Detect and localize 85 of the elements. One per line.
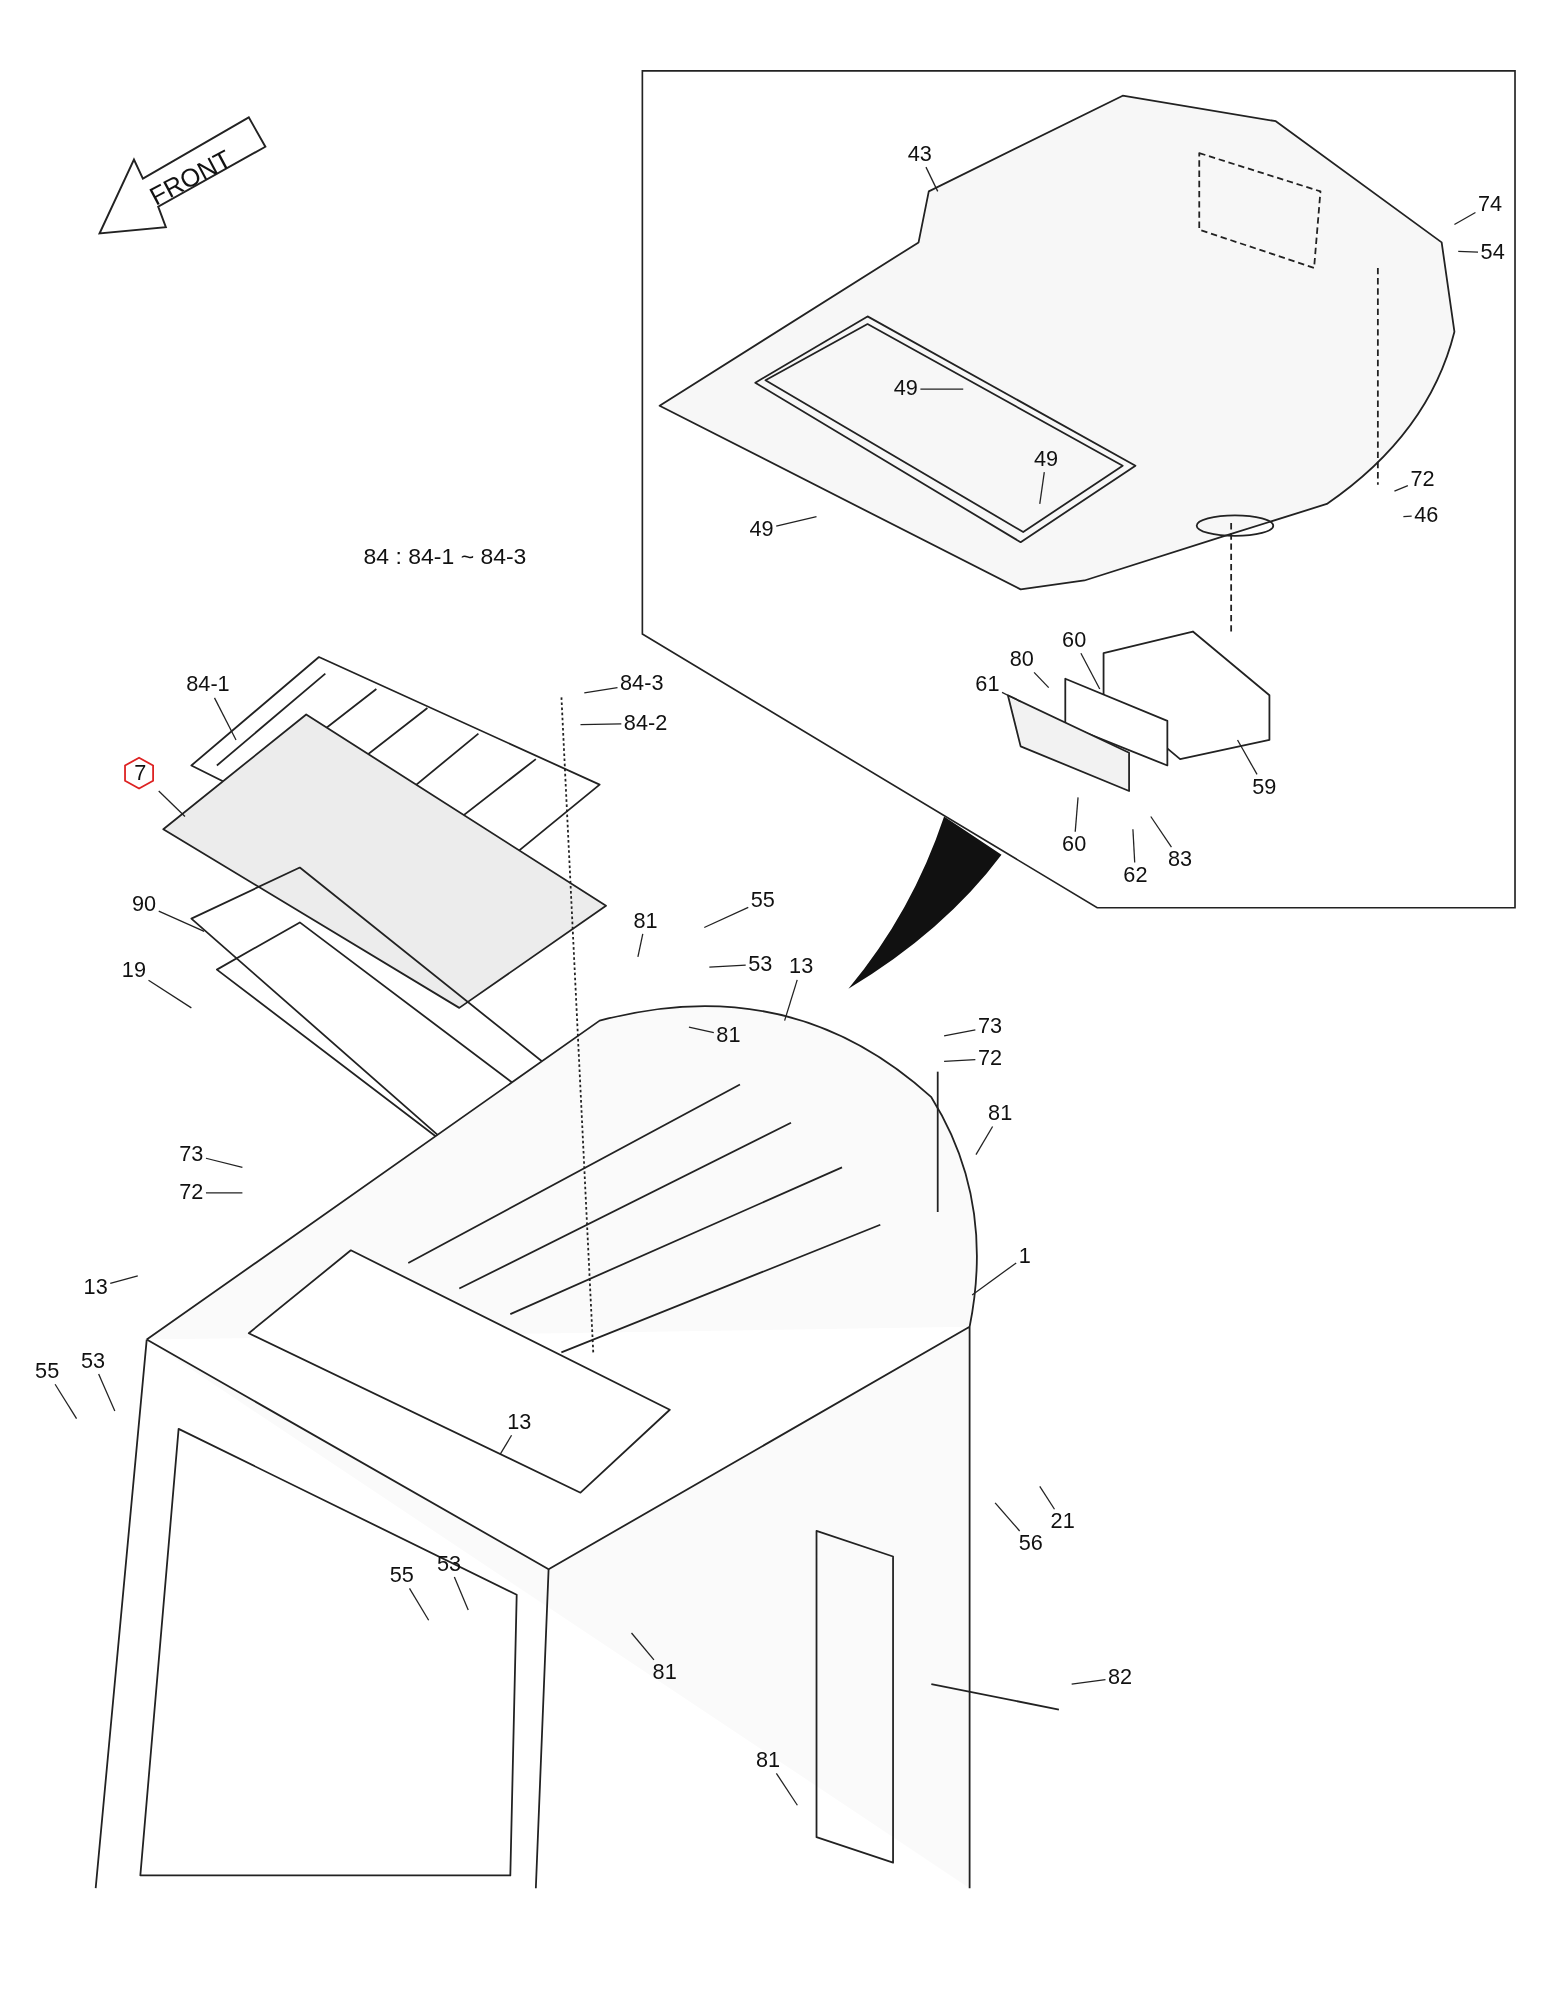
callout-number: 43: [906, 142, 934, 166]
callout-number: 13: [82, 1275, 109, 1299]
callout-number: 49: [748, 517, 775, 541]
leader-line: [925, 166, 939, 192]
callout-number: 53: [747, 953, 774, 976]
callout-number: 74: [1476, 192, 1504, 216]
leader-line: [630, 1632, 655, 1661]
callout-number: 90: [130, 893, 158, 916]
leader-line: [54, 1383, 78, 1420]
leader-line: [943, 1059, 976, 1063]
callout-number: 84-3: [618, 672, 665, 696]
leader-line: [1033, 671, 1050, 689]
leader-line: [708, 964, 747, 968]
callout-number: 61: [974, 673, 1001, 697]
callout-number: 83: [1166, 848, 1194, 872]
callout-number: 62: [1122, 863, 1149, 887]
callout-number: 55: [388, 1564, 416, 1588]
leader-line: [453, 1576, 469, 1611]
leader-line: [703, 906, 749, 929]
leader-line: [1150, 815, 1173, 848]
callout-number: 72: [1409, 468, 1436, 492]
leader-line: [1080, 652, 1101, 690]
leader-line: [775, 516, 818, 527]
leader-line: [408, 1587, 430, 1621]
leader-line: [583, 686, 619, 694]
leader-line: [579, 723, 622, 726]
leader-line: [784, 979, 798, 1022]
callout-number: 55: [749, 889, 777, 913]
callout-number: 19: [120, 959, 148, 983]
leader-line: [1393, 485, 1409, 492]
leader-line: [1039, 1485, 1056, 1510]
callout-number: 84-2: [622, 711, 669, 735]
callout-number: 46: [1412, 503, 1440, 527]
leader-line: [1001, 691, 1022, 703]
callout-number: 13: [787, 955, 815, 979]
note-text: 84 : 84-1 ~ 84-3: [363, 543, 527, 571]
callout-number: 72: [976, 1047, 1004, 1071]
leader-line: [1453, 211, 1477, 226]
callout-number: 81: [651, 1661, 678, 1685]
callout-number: 56: [1017, 1532, 1045, 1556]
callout-number: 60: [1060, 833, 1088, 857]
leader-line: [971, 1262, 1017, 1296]
leader-line: [109, 1275, 139, 1284]
leader-line: [1071, 1678, 1107, 1685]
leader-line: [688, 1026, 715, 1034]
leader-line: [205, 1157, 244, 1168]
callout-number: 84-1: [185, 673, 231, 697]
callout-number: 55: [33, 1360, 61, 1383]
callout-number: 49: [1032, 447, 1060, 471]
callout-number: 60: [1060, 628, 1088, 652]
callout-number: 49: [892, 377, 920, 401]
leader-line: [158, 790, 186, 818]
callout-number: 53: [79, 1349, 107, 1373]
callout-number: 59: [1250, 775, 1278, 799]
callout-number: 81: [986, 1102, 1014, 1126]
callout-number: 54: [1479, 241, 1506, 265]
leader-line: [975, 1125, 994, 1156]
leader-line: [158, 910, 205, 932]
leader-line: [98, 1373, 116, 1412]
leader-line: [1039, 471, 1045, 505]
leader-line: [499, 1434, 513, 1456]
leader-line: [1402, 515, 1413, 518]
leader-line: [994, 1502, 1021, 1532]
callout-number: 13: [505, 1411, 533, 1434]
callout-number: 1: [1017, 1245, 1033, 1269]
callout-number: 73: [976, 1015, 1004, 1039]
callout-number: 81: [715, 1024, 742, 1048]
leader-line: [919, 388, 964, 390]
callout-number: 81: [754, 1749, 782, 1773]
leader-line: [213, 697, 237, 741]
callout-number: 80: [1008, 648, 1036, 672]
leader-line: [1132, 828, 1136, 864]
callout-number: 82: [1106, 1666, 1134, 1690]
leader-line: [147, 979, 192, 1009]
leader-line: [205, 1192, 244, 1194]
leader-line: [1236, 739, 1258, 776]
callout-number: 81: [632, 909, 659, 933]
leader-line: [1457, 250, 1479, 253]
callout-number: 21: [1049, 1510, 1077, 1534]
callout-number: 72: [177, 1181, 205, 1205]
leader-line: [1074, 796, 1079, 833]
leader-line: [775, 1772, 798, 1806]
leader-line: [637, 933, 644, 958]
leader-line: [943, 1029, 976, 1037]
callout-number: 73: [177, 1143, 205, 1167]
